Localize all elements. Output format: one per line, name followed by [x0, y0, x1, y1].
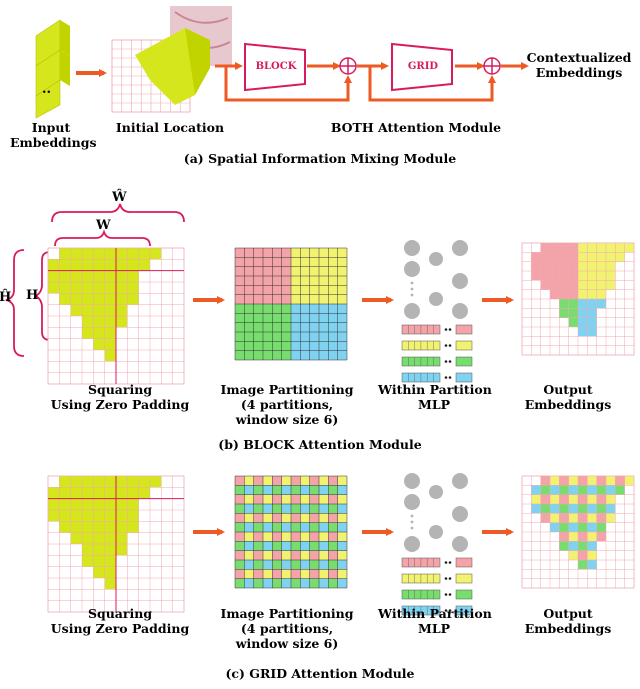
initial-location-volume [111, 6, 232, 113]
grid-box-text: GRID [407, 61, 439, 72]
caption-a: (a) Spatial Information Mixing Module [183, 151, 457, 166]
h-brace [34, 251, 51, 341]
plus-circle-2 [483, 57, 501, 75]
caption-b: (b) BLOCK Attention Module [218, 437, 422, 452]
squaring-label-b: Squaring Using Zero Padding [50, 382, 190, 412]
partitioned-grid [234, 247, 348, 361]
w-hat-brace [51, 203, 185, 223]
both-attention-label: BOTH Attention Module [330, 120, 502, 135]
input-dots: .. [42, 82, 52, 97]
h-hat-symbol: Ĥ [0, 290, 12, 305]
grid-partitioned-grid [234, 475, 348, 589]
block-box-text: BLOCK [255, 61, 297, 72]
block-module-box [244, 42, 306, 92]
initial-location-label: Initial Location [115, 120, 225, 135]
input-embeddings-stack [35, 19, 70, 119]
output-label-b: Output Embeddings [524, 382, 612, 412]
squaring-padded-grid [47, 247, 185, 385]
within-partition-mlp [401, 240, 473, 383]
grid-module-box [391, 42, 453, 92]
residual-arrow-1 [224, 66, 352, 102]
grid-squaring-padded-grid [47, 475, 185, 613]
output-label-c: Output Embeddings [524, 606, 612, 636]
caption-c: (c) GRID Attention Module [225, 666, 415, 681]
w-brace [54, 229, 151, 247]
input-embeddings-label: Input Embeddings [10, 120, 97, 150]
h-hat-brace [5, 249, 25, 357]
plus-circle-1 [339, 57, 357, 75]
grid-within-partition-mlp [401, 473, 473, 616]
partition-label-b: Image Partitioning (4 partitions, window… [220, 382, 354, 427]
w-symbol: W [96, 218, 111, 233]
mlp-label-c: Within Partition MLP [378, 606, 492, 636]
w-hat-symbol: Ŵ [112, 190, 127, 205]
residual-arrow-2 [368, 66, 496, 102]
contextualized-embeddings-label: Contextualized Embeddings [526, 50, 632, 80]
mlp-label-b: Within Partition MLP [378, 382, 492, 412]
squaring-label-c: Squaring Using Zero Padding [50, 606, 190, 636]
grid-output-grid [521, 475, 635, 589]
block-output-grid [521, 242, 635, 356]
h-symbol: H [26, 288, 39, 303]
partition-label-c: Image Partitioning (4 partitions, window… [220, 606, 354, 651]
